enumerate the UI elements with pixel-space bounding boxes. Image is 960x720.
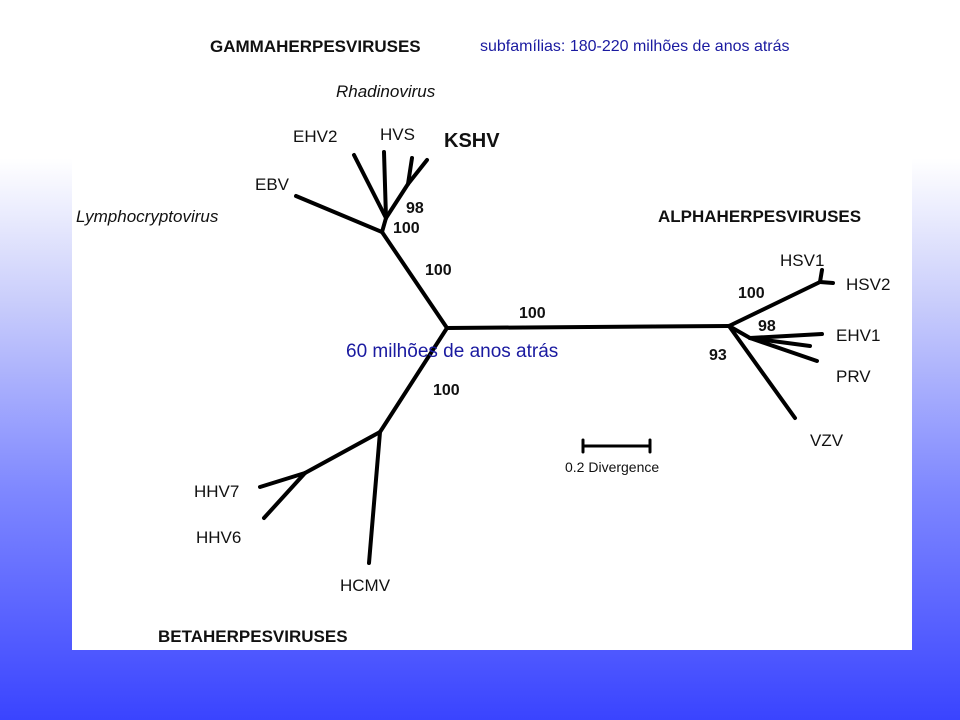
leaf-label-ehv1: EHV1 — [836, 326, 880, 345]
group-label-alpha: ALPHAHERPESVIRUSES — [658, 207, 861, 226]
branch-alpha-stem — [445, 324, 731, 330]
branch-hsv2 — [818, 280, 835, 285]
leaf-label-kshv: KSHV — [444, 130, 500, 152]
branch-hhv7 — [258, 471, 307, 489]
bootstrap-alpha-stem: 100 — [519, 305, 546, 322]
genus-label-lymphocryptovirus: Lymphocryptovirus — [76, 207, 219, 226]
genus-label-rhadinovirus: Rhadinovirus — [336, 82, 436, 101]
annotation-subfamilies: subfamílias: 180-220 milhões de anos atr… — [480, 38, 790, 55]
leaf-label-hsv2: HSV2 — [846, 275, 890, 294]
branch-ehv1 — [748, 332, 824, 340]
group-label-beta: BETAHERPESVIRUSES — [158, 627, 348, 646]
scale-bar-label: 0.2 Divergence — [565, 459, 659, 475]
leaf-label-prv: PRV — [836, 367, 871, 386]
branch-prv — [748, 336, 819, 363]
branch-beta-stem — [378, 326, 449, 434]
leaf-label-hcmv: HCMV — [340, 576, 391, 595]
branch-beta-inner — [303, 430, 382, 475]
branch-kshv-a — [406, 158, 429, 186]
branch-hsv-group — [727, 280, 822, 328]
branch-vzv — [727, 324, 797, 420]
bootstrap-alpha-vzv: 93 — [709, 347, 727, 364]
bootstrap-gamma-inner-100: 100 — [393, 220, 420, 237]
branch-gamma-inner — [380, 216, 388, 234]
branch-hsv1 — [818, 268, 824, 284]
bootstrap-gamma-inner-98: 98 — [406, 200, 424, 217]
leaf-label-hvs: HVS — [380, 125, 415, 144]
leaf-label-hsv1: HSV1 — [780, 251, 824, 270]
leaf-label-ehv2: EHV2 — [293, 127, 337, 146]
branch-hhv6 — [262, 471, 307, 520]
branch-gamma-stem — [380, 230, 449, 330]
bootstrap-alpha-hsv: 100 — [738, 285, 765, 302]
branch-kshv-b — [406, 156, 414, 186]
branch-kshv-group — [384, 182, 410, 220]
branch-ebv — [294, 194, 384, 234]
scale-bar: 0.2 Divergence — [565, 438, 659, 475]
group-label-gamma: GAMMAHERPESVIRUSES — [210, 37, 421, 56]
leaf-label-hhv7: HHV7 — [194, 482, 239, 501]
branch-ehv2 — [352, 153, 388, 220]
annotation-sixty-million: 60 milhões de anos atrás — [346, 341, 558, 362]
tree-branches — [258, 150, 835, 565]
bootstrap-gamma-stem: 100 — [425, 262, 452, 279]
leaf-label-vzv: VZV — [810, 431, 844, 450]
leaf-label-hhv6: HHV6 — [196, 528, 241, 547]
leaf-label-ebv: EBV — [255, 175, 290, 194]
bootstrap-alpha-ehv1: 98 — [758, 318, 776, 335]
bootstrap-beta-stem: 100 — [433, 382, 460, 399]
branch-hvs — [382, 150, 388, 220]
branch-hcmv — [367, 430, 382, 565]
